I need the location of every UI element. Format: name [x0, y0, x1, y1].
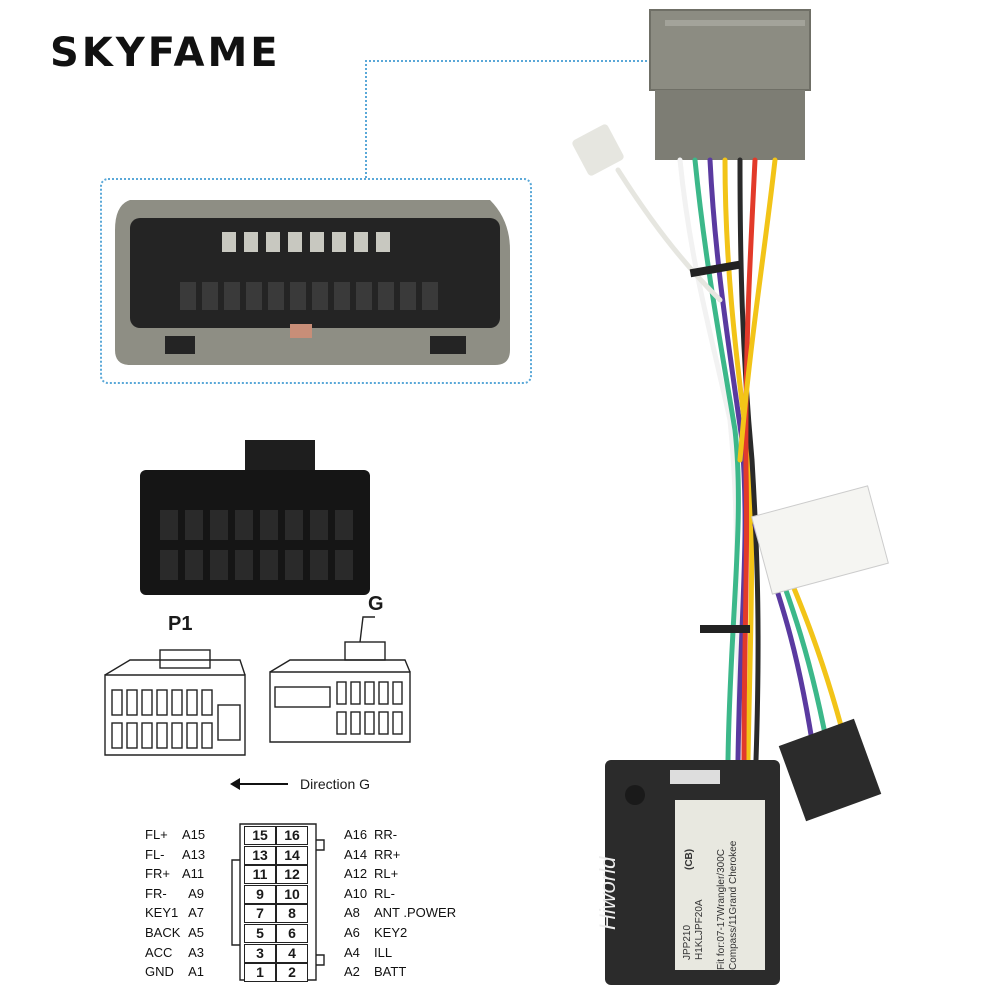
pin-number-right: 8 — [276, 904, 308, 924]
pin-number-left: 3 — [244, 943, 276, 963]
decoder-fit-line-1: Fit for:07-17Wrangler/300C — [716, 849, 727, 970]
iso-connector-photo — [140, 440, 370, 595]
pin-number-right: 2 — [276, 963, 308, 983]
direction-arrow-icon — [230, 778, 288, 790]
pin-name-left: FR- — [145, 885, 167, 901]
connector-face-photo — [115, 200, 510, 365]
pin-number-left: 9 — [244, 884, 276, 904]
pin-name-right: ANT .POWER — [374, 905, 457, 921]
pin-number-right: 12 — [276, 865, 308, 885]
pin-name-right: RL- — [374, 885, 395, 901]
pin-name-left: BACK — [145, 925, 181, 940]
pin-code-right: A16 — [344, 827, 368, 842]
g-connector-drawing — [269, 616, 411, 743]
pin-name-left: ACC — [145, 944, 173, 960]
pin-number-right: 14 — [276, 845, 308, 865]
pin-name-left: FL+ — [145, 827, 168, 842]
pin-name-left: FR+ — [145, 866, 170, 882]
pin-number-left: 13 — [244, 845, 276, 865]
decoder-brand: Hiworld — [595, 856, 620, 930]
pin-code-right: A8 — [344, 905, 360, 921]
pin-number-right: 16 — [276, 826, 308, 845]
pin-code-left: A3 — [188, 944, 204, 960]
pin-code-left: A13 — [182, 846, 206, 862]
pin-code-left: A15 — [182, 827, 206, 842]
brand-logo: SKYFAME — [50, 30, 281, 76]
pin-number-left: 5 — [244, 924, 276, 943]
direction-label: Direction G — [300, 776, 371, 792]
pin-number-right: 4 — [276, 943, 308, 963]
pin-number-left: 1 — [244, 963, 276, 983]
pin-name-right: BATT — [374, 964, 407, 980]
pin-code-right: A4 — [344, 944, 360, 960]
pin-number-right: 10 — [276, 884, 308, 904]
label-p1: P1 — [168, 613, 193, 635]
connector-zoom-panel — [100, 178, 532, 384]
pin-code-left: A5 — [188, 925, 204, 940]
pin-code-left: A1 — [188, 964, 204, 980]
pin-code-left: A7 — [188, 905, 204, 921]
pin-code-right: A6 — [344, 925, 360, 940]
pin-code-left: A9 — [188, 885, 204, 901]
pin-code-left: A11 — [182, 866, 205, 882]
pinout-frame — [231, 823, 325, 981]
decoder-fit-line-2: Compass/11Grand Cherokee — [728, 840, 739, 970]
pin-name-right: KEY2 — [374, 925, 408, 940]
pin-name-right: RL+ — [374, 866, 399, 882]
pin-number-left: 15 — [244, 826, 276, 845]
pin-name-right: RR- — [374, 827, 398, 842]
pin-name-right: RR+ — [374, 846, 401, 862]
pin-name-left: GND — [145, 964, 174, 980]
decoder-tag: (CB) — [684, 848, 695, 870]
pin-name-left: FL- — [145, 846, 165, 862]
leader-line-vertical — [365, 60, 367, 178]
wiring-harness-photo — [572, 9, 889, 985]
pin-code-right: A14 — [344, 846, 368, 862]
label-g: G — [368, 593, 384, 615]
pin-code-right: A2 — [344, 964, 360, 980]
pin-name-right: ILL — [374, 944, 393, 960]
pin-code-right: A12 — [344, 866, 368, 882]
pin-number-left: 11 — [244, 865, 276, 885]
pin-number-right: 6 — [276, 924, 308, 943]
leader-line-horizontal — [365, 60, 647, 62]
pin-number-left: 7 — [244, 904, 276, 924]
pin-name-left: KEY1 — [145, 905, 179, 921]
pin-code-right: A10 — [344, 885, 368, 901]
p1-connector-drawing — [104, 649, 246, 756]
decoder-model: JPP210 — [682, 924, 693, 960]
decoder-code: H1KLJPF20A — [694, 899, 705, 960]
